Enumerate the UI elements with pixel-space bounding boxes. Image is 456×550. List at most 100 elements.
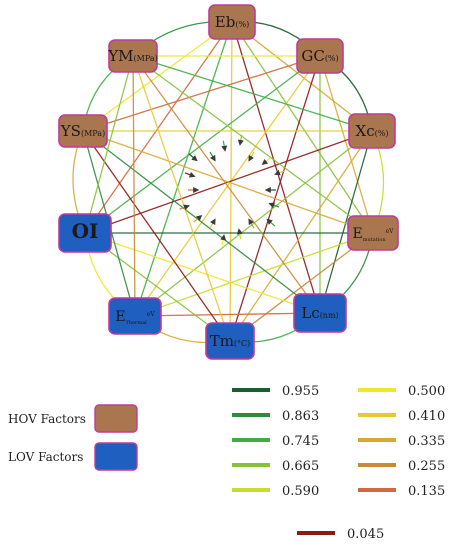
node-main-text: Xc	[356, 122, 375, 140]
node-sub-text: (%)	[235, 20, 249, 29]
legend-value: 0.135	[408, 484, 445, 499]
node-box	[205, 322, 255, 360]
inner-arrow	[261, 157, 271, 166]
node-label: EThermal eV	[115, 309, 155, 326]
node-Ethermal: EThermal eV	[108, 297, 162, 335]
legend-item-0.745: 0.745	[232, 434, 319, 449]
edge-Lc-YS	[81, 130, 321, 314]
legend-item-0.665: 0.665	[232, 459, 319, 474]
edge-Lc-Ethermal	[134, 309, 322, 317]
inner-arrow	[248, 151, 255, 162]
legend-item-0.410: 0.410	[358, 409, 445, 424]
node-main-text: Tm	[210, 332, 234, 350]
legend-value: 0.745	[282, 434, 319, 449]
node-Emutation: Emutation eV	[347, 215, 399, 251]
edge-value-legend: 0.9550.8630.7450.6650.5900.5000.4100.335…	[232, 384, 445, 542]
legend-value: 0.590	[282, 484, 319, 499]
node-sub-text: (MPa)	[134, 54, 158, 63]
node-label: YS(MPa)	[60, 122, 105, 140]
edge-OI-YM	[84, 55, 134, 234]
node-label: Emutation eV	[353, 226, 395, 243]
legend-item-0.135: 0.135	[358, 484, 445, 499]
inner-arrow	[266, 218, 276, 227]
legend-item-0.955: 0.955	[232, 384, 319, 399]
node-sub-text: (°C)	[234, 339, 250, 348]
edge-Ethermal-YM	[131, 55, 139, 318]
inner-arrow	[188, 153, 198, 162]
factor-label: HOV Factors	[8, 412, 86, 426]
node-label: Lc(nm)	[301, 304, 338, 322]
node-Xc: Xc(%)	[348, 113, 396, 149]
legend-value: 0.863	[282, 409, 319, 424]
node-box	[293, 293, 347, 333]
edge-Emutation-YS	[82, 130, 374, 234]
node-sup-text: eV	[386, 228, 395, 235]
factor-legend-lov: LOV Factors	[8, 442, 138, 471]
edge-Tm-YS	[82, 130, 231, 342]
inner-arrow	[268, 202, 280, 209]
legend-item-0.500: 0.500	[358, 384, 445, 399]
node-sup-text: eV	[147, 311, 156, 318]
edge-Emutation-YM	[132, 55, 374, 234]
edge-Xc-YM	[132, 55, 373, 132]
edge-Xc-Ethermal	[134, 130, 373, 317]
edge-Eb-Xc	[230, 21, 373, 132]
node-sub-text: (%)	[375, 129, 389, 138]
edge-Tm-YM	[132, 55, 231, 342]
node-sub-text: Thermal	[126, 320, 148, 326]
inner-arrow	[220, 234, 227, 246]
legend-value: 0.410	[408, 409, 445, 424]
inner-arrow	[209, 218, 216, 229]
edge-GC-YS	[81, 55, 321, 133]
node-box	[58, 114, 108, 148]
legend-value: 0.500	[408, 384, 445, 399]
node-Eb: Eb(%)	[208, 4, 256, 40]
legend-value: 0.665	[282, 459, 319, 474]
legend-value: 0.045	[347, 527, 384, 542]
node-label: Xc(%)	[356, 122, 389, 140]
node-label: Eb(%)	[215, 13, 249, 31]
edge-Eb-YS	[82, 21, 233, 132]
node-box	[347, 215, 399, 251]
node-sub-text: (nm)	[320, 311, 339, 320]
node-label: OI	[72, 219, 99, 243]
legend-value: 0.255	[408, 459, 445, 474]
node-sub-text: (%)	[325, 54, 339, 63]
legend-value: 0.955	[282, 384, 319, 399]
inner-arrow	[237, 134, 244, 146]
legend-item-0.045: 0.045	[297, 527, 384, 542]
inner-arrow	[274, 169, 285, 176]
node-label: GC(%)	[301, 47, 338, 65]
node-label: Tm(°C)	[210, 332, 251, 350]
node-GC: GC(%)	[296, 38, 344, 74]
node-main-text: YS	[60, 122, 81, 140]
node-main-text: E	[115, 309, 125, 325]
factor-swatch	[94, 404, 138, 433]
edge-Lc-YM	[132, 55, 321, 314]
node-box	[296, 38, 344, 74]
inner-arrow	[184, 171, 196, 178]
legend-item-0.255: 0.255	[358, 459, 445, 474]
inner-arrow	[221, 140, 228, 152]
inner-arrow	[209, 151, 216, 162]
node-main-text: YM	[107, 47, 133, 65]
node-box	[108, 297, 162, 335]
node-YM: YM(MPa)	[107, 39, 158, 73]
inner-arrow	[193, 214, 203, 223]
inner-arrow	[179, 204, 190, 211]
node-Lc: Lc(nm)	[293, 293, 347, 333]
node-YS: YS(MPa)	[58, 114, 108, 148]
node-sub-text: mutation	[363, 237, 387, 243]
network-nodes: Eb(%)GC(%)Xc(%)EmutationeVLc(nm)Tm(°C)ET…	[58, 4, 399, 360]
inner-arrow	[248, 218, 255, 229]
node-main-text: Lc	[301, 304, 319, 322]
inner-arrow	[236, 228, 243, 240]
node-box	[208, 4, 256, 40]
node-box	[348, 113, 396, 149]
network-edges	[72, 20, 385, 345]
node-main-text: E	[353, 226, 363, 242]
node-main-text: Eb	[215, 13, 236, 31]
factor-label: LOV Factors	[8, 450, 83, 464]
node-main-text: GC	[301, 47, 324, 65]
